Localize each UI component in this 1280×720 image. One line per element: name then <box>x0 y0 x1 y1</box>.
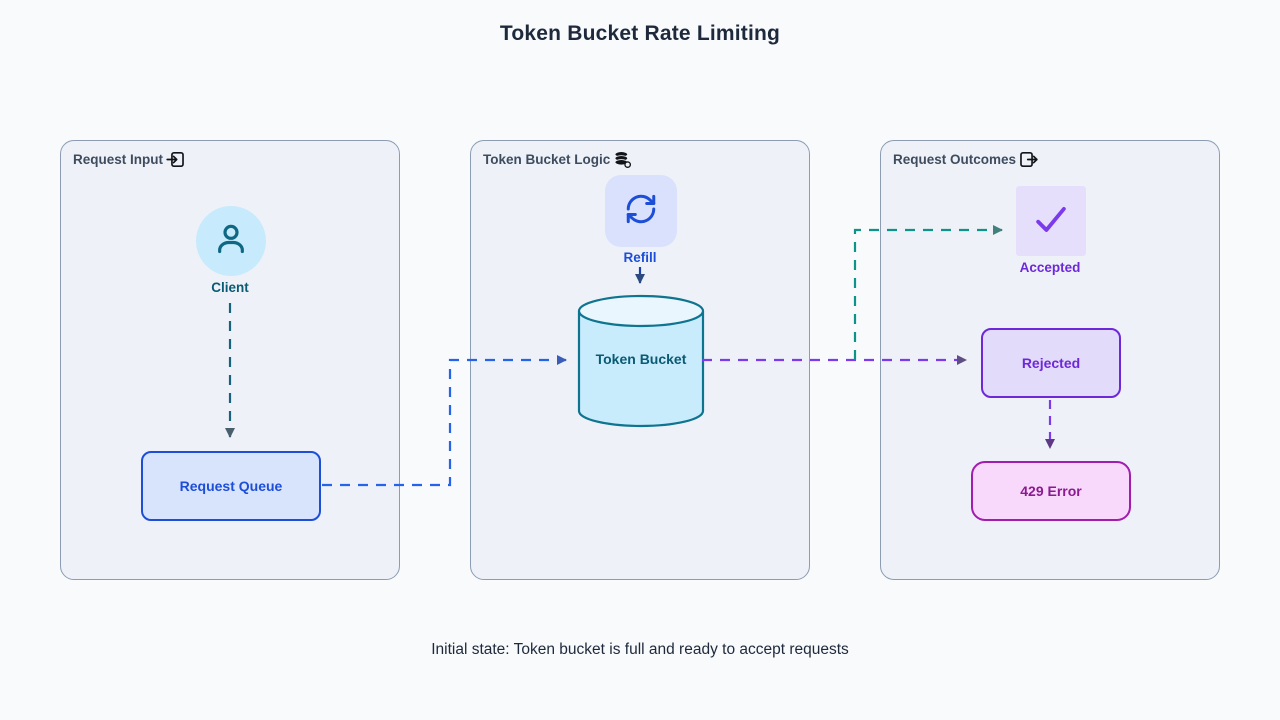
accepted-node <box>1016 186 1086 256</box>
panel-request-outcomes-label: Request Outcomes <box>893 152 1017 167</box>
checkmark-icon <box>1029 197 1073 246</box>
import-arrow-icon <box>166 150 185 169</box>
panel-request-input-label: Request Input <box>73 152 163 167</box>
panel-request-outcomes-title: Request Outcomes <box>893 150 1038 169</box>
client-node <box>196 206 266 276</box>
export-arrow-icon <box>1019 150 1038 169</box>
refresh-icon <box>623 191 659 232</box>
request-queue-node: Request Queue <box>141 451 321 521</box>
token-bucket-label: Token Bucket <box>595 351 687 367</box>
rejected-label: Rejected <box>1021 355 1081 371</box>
diagram-caption: Initial state: Token bucket is full and … <box>431 641 849 658</box>
error-429-label: 429 Error <box>1020 483 1082 499</box>
request-queue-label: Request Queue <box>179 478 283 494</box>
panel-token-bucket-logic-title: Token Bucket Logic <box>483 150 632 169</box>
error-429-node: 429 Error <box>971 461 1131 521</box>
accepted-label: Accepted <box>1019 260 1081 275</box>
panel-request-input: Request Input Client Request Queue <box>60 140 400 580</box>
coins-icon <box>613 150 632 169</box>
client-label: Client <box>211 280 249 295</box>
panel-token-bucket-logic-label: Token Bucket Logic <box>483 152 611 167</box>
refill-node <box>605 175 677 247</box>
person-icon <box>211 219 251 264</box>
token-bucket-node <box>577 294 705 428</box>
panel-request-outcomes: Request Outcomes Accepted Rejected 429 E… <box>880 140 1220 580</box>
panel-token-bucket-logic: Token Bucket Logic <box>470 140 810 580</box>
page-title: Token Bucket Rate Limiting <box>499 22 781 45</box>
rejected-node: Rejected <box>981 328 1121 398</box>
refill-label: Refill <box>623 250 657 265</box>
panel-request-input-title: Request Input <box>73 150 185 169</box>
